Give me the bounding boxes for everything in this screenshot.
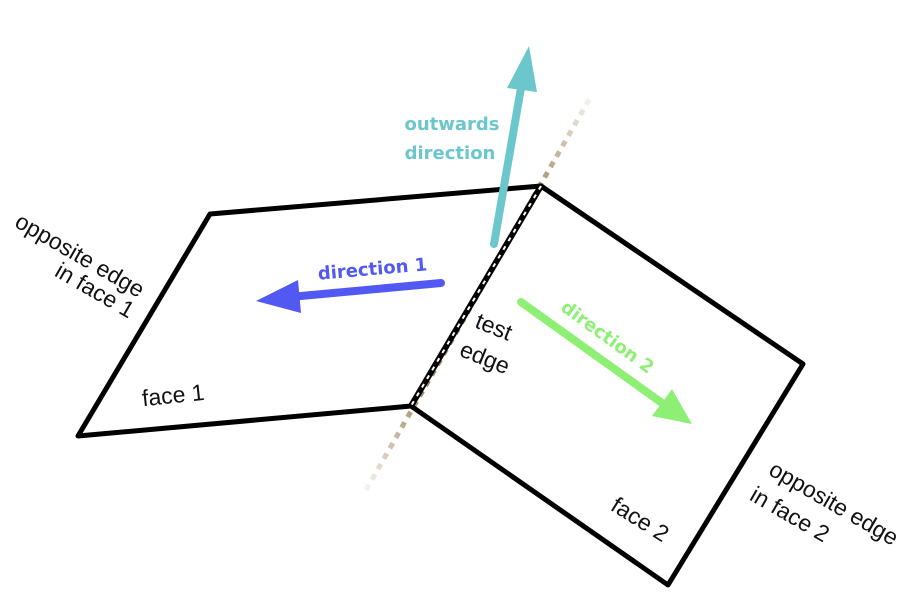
- direction-2-arrow: [517, 298, 692, 424]
- outwards-label-line2: direction: [405, 143, 496, 164]
- test-edge-extension: [363, 96, 593, 492]
- test-edge-dashes: [410, 185, 542, 407]
- direction-1-arrow: [256, 279, 445, 313]
- direction-1-label: direction 1: [317, 254, 428, 284]
- test-edge: [408, 184, 544, 408]
- face-1-label: face 1: [141, 379, 206, 411]
- outwards-label-line1: outwards: [404, 114, 499, 135]
- face-2-label: face 2: [607, 492, 674, 547]
- face-2-outline: [408, 183, 806, 588]
- outwards-direction-arrow: [490, 46, 537, 248]
